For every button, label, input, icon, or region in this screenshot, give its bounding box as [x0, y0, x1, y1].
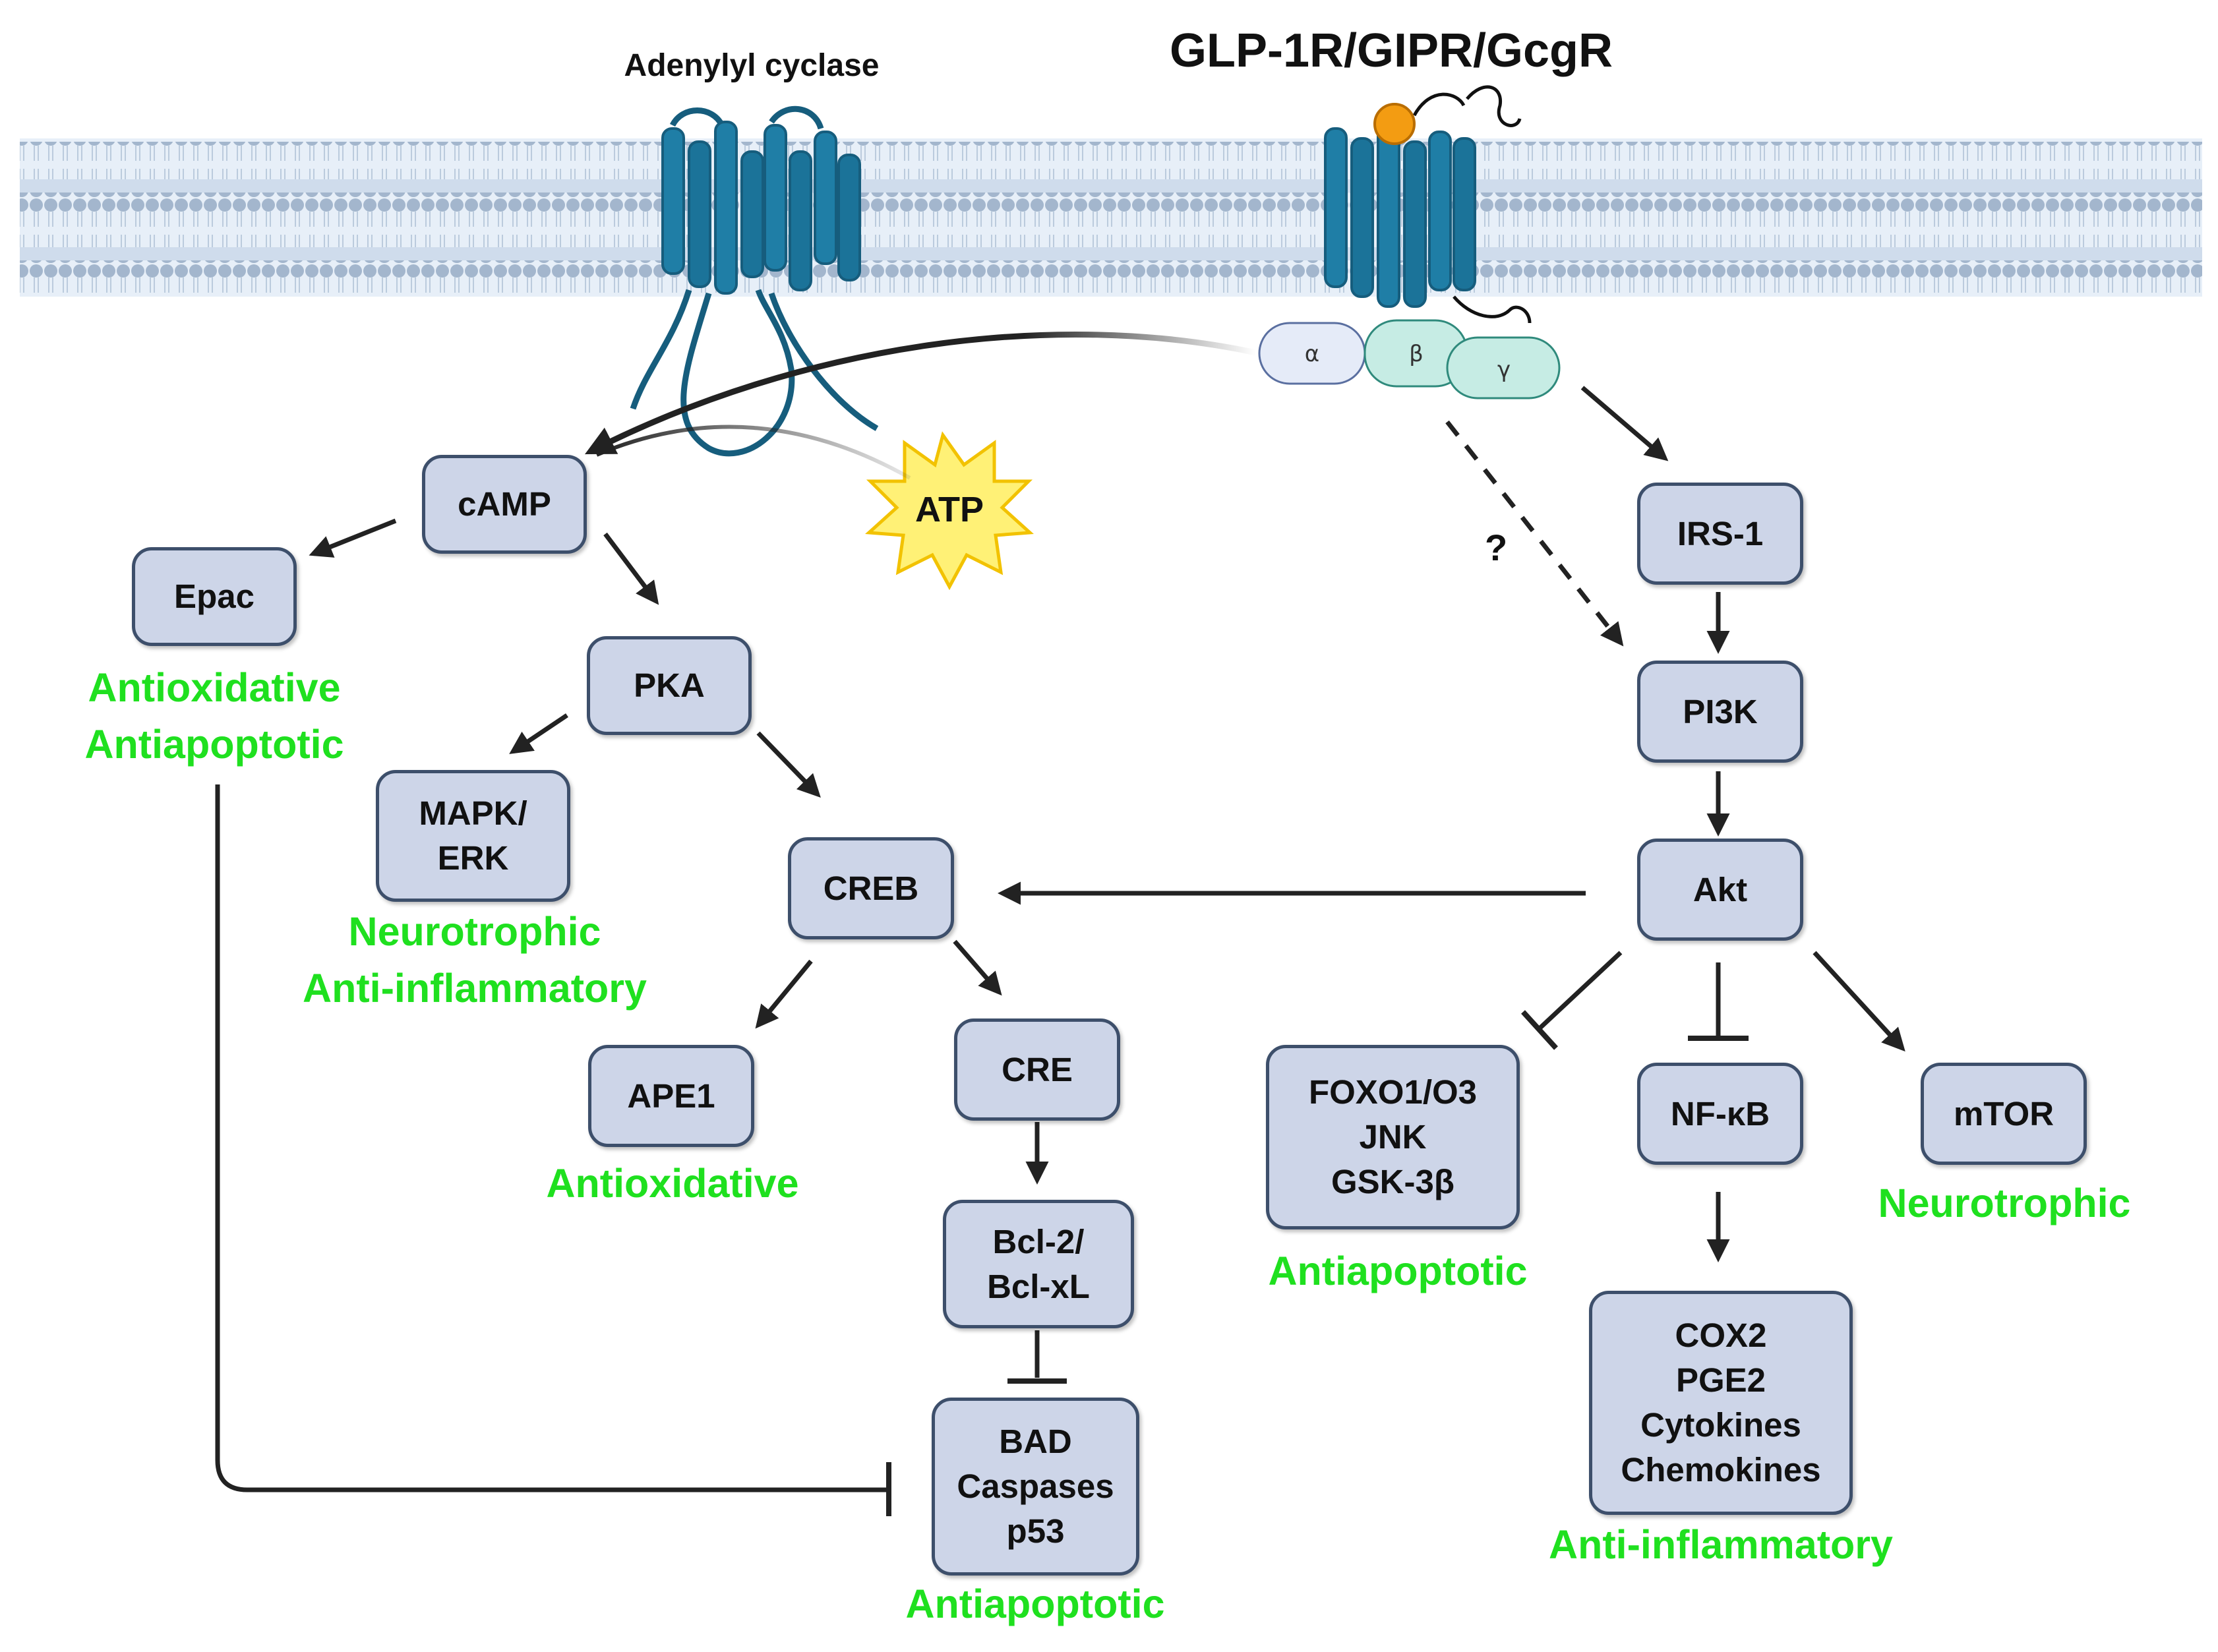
effect-foxo: Antiapoptotic	[1268, 1249, 1528, 1293]
arrow-gprotein-irs1	[1580, 386, 1669, 461]
arrow-creb-ape1	[755, 959, 813, 1029]
node-camp: cAMP	[422, 455, 587, 554]
adenylyl-cyclase-label: Adenylyl cyclase	[624, 48, 880, 83]
arrow-camp-pka	[603, 532, 659, 605]
node-ape1: APE1	[588, 1045, 754, 1147]
atp-label: ATP	[915, 490, 984, 529]
node-epac: Epac	[132, 547, 297, 646]
effect-ape1: Antioxidative	[546, 1161, 799, 1206]
node-cre: CRE	[954, 1018, 1120, 1121]
receptor-label: GLP-1R/GIPR/GcgR	[1169, 24, 1613, 77]
effect-mtor: Neurotrophic	[1878, 1181, 2131, 1225]
node-irs1: IRS-1	[1637, 483, 1803, 585]
arrow-atp-camp	[595, 425, 911, 480]
node-pka: PKA	[587, 636, 752, 735]
glp1r-receptor-protein	[1324, 85, 1532, 324]
g-gamma-subunit	[1446, 336, 1561, 399]
adenylyl-cyclase-protein	[630, 105, 879, 457]
ligand-ball	[1373, 103, 1416, 145]
arrow-pka-mapk	[509, 713, 568, 754]
node-mtor: mTOR	[1921, 1063, 2087, 1165]
arrow-gprotein-camp	[584, 331, 1257, 455]
arrow-akt-mtor	[1813, 951, 1905, 1052]
arrow-creb-cre	[953, 939, 1002, 996]
node-nfkb: NF-κB	[1637, 1063, 1803, 1165]
node-bcl: Bcl-2/Bcl-xL	[943, 1200, 1134, 1328]
arrow-pka-creb	[756, 731, 821, 798]
g-gamma-label: γ	[1497, 357, 1511, 383]
inhibit-epac-bad	[215, 784, 887, 1492]
cell-membrane	[20, 138, 2202, 297]
g-protein-subunits: α β γ	[1258, 319, 1561, 399]
arrow-camp-epac	[309, 518, 397, 558]
g-beta-label: β	[1409, 341, 1424, 367]
unknown-pathway-label: ?	[1485, 527, 1508, 568]
effect-cox2: Anti-inflammatory	[1549, 1522, 1893, 1567]
g-alpha-label: α	[1305, 341, 1319, 367]
arrow-gprotein-pi3k-dashed	[1445, 420, 1624, 647]
node-akt: Akt	[1637, 839, 1803, 941]
effect-bad: Antiapoptotic	[905, 1581, 1165, 1626]
inhibit-akt-foxo	[1538, 951, 1623, 1030]
node-creb: CREB	[788, 837, 954, 939]
atp-star	[865, 431, 1034, 591]
arrows	[215, 331, 1905, 1516]
node-mapk-erk: MAPK/ERK	[376, 770, 570, 902]
node-pi3k: PI3K	[1637, 661, 1803, 763]
